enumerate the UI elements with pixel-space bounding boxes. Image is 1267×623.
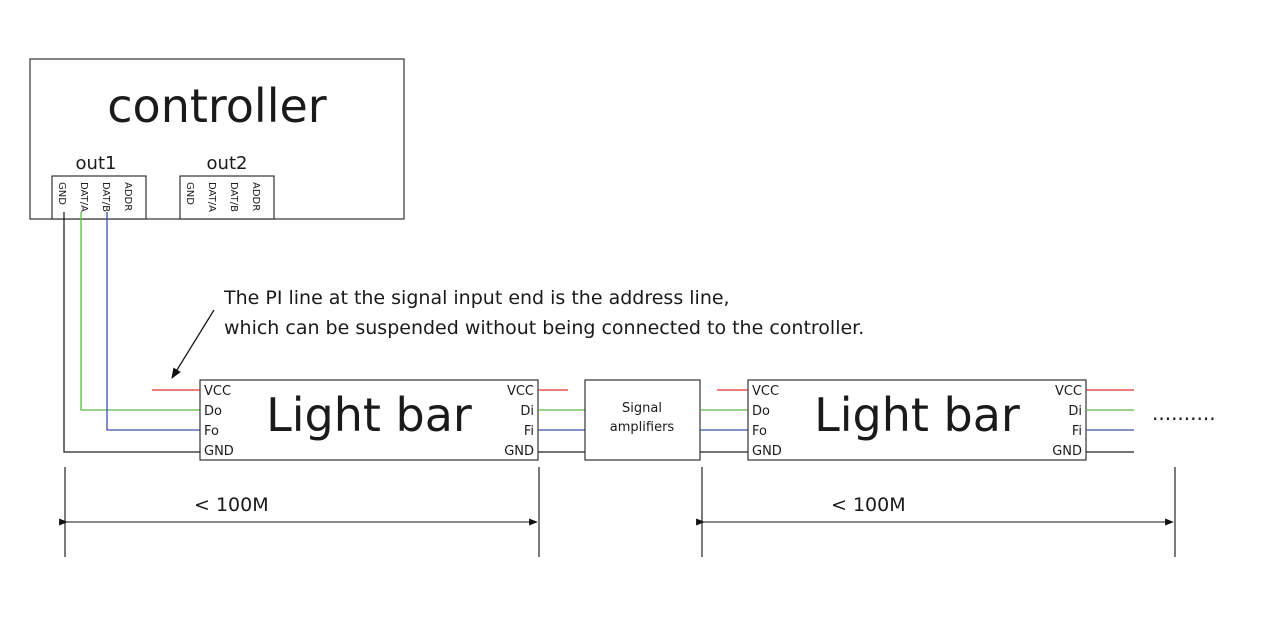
annotation-line-1: The PI line at the signal input end is t…	[223, 287, 730, 309]
pin-gnd-out: GND	[504, 444, 534, 459]
pin-fo: Fo	[752, 424, 767, 439]
pin-fi: Fi	[1072, 424, 1082, 439]
bar1-output-wires	[538, 389, 585, 453]
wire-gnd	[63, 212, 200, 453]
bar2-output-wires	[1086, 389, 1134, 453]
pin-label: ADDR	[122, 182, 133, 211]
pin-fo: Fo	[204, 424, 219, 439]
pin-vcc-out: VCC	[1055, 384, 1082, 399]
pin-label: GND	[56, 182, 67, 205]
pin-di: Di	[520, 404, 534, 419]
light-bar-title: Light bar	[266, 388, 472, 442]
amplifier-label-line-2: amplifiers	[610, 420, 675, 435]
pin-label: DAT/A	[206, 182, 217, 212]
amplifier-label-line-1: Signal	[622, 401, 662, 416]
light-bar-title: Light bar	[814, 388, 1020, 442]
pin-vcc-in: VCC	[752, 384, 779, 399]
annotation-arrow	[171, 309, 215, 379]
distance-marker-1: < 100M	[59, 467, 540, 557]
light-bar-2: Light bar VCC Do Fo GND VCC Di Fi GND	[747, 379, 1087, 461]
distance-label: < 100M	[194, 494, 269, 516]
signal-amplifier: Signal amplifiers	[584, 379, 701, 461]
pin-gnd-in: GND	[752, 444, 782, 459]
controller-port-out1: out1 GND DAT/A DAT/B ADDR	[51, 153, 147, 220]
light-bar-1: Light bar VCC Do Fo GND VCC Di Fi GND	[199, 379, 539, 461]
pin-fi: Fi	[524, 424, 534, 439]
pin-gnd-in: GND	[204, 444, 234, 459]
controller-box: controller out1 GND DAT/A DAT/B ADDR out…	[29, 58, 405, 220]
continuation-dots: ..........	[1152, 401, 1216, 425]
port-label: out1	[76, 153, 117, 174]
annotation: The PI line at the signal input end is t…	[171, 287, 864, 379]
controller-port-out2: out2 GND DAT/A DAT/B ADDR	[179, 153, 275, 220]
pin-label: DAT/B	[100, 182, 111, 212]
port-label: out2	[207, 153, 248, 174]
amplifier-output-wires	[700, 389, 748, 453]
annotation-line-2: which can be suspended without being con…	[224, 317, 864, 339]
wire-data-a	[80, 212, 200, 411]
pin-di: Di	[1068, 404, 1082, 419]
pin-label: ADDR	[250, 182, 261, 211]
pin-vcc-out: VCC	[507, 384, 534, 399]
distance-marker-2: < 100M	[696, 467, 1176, 557]
pin-label: DAT/A	[78, 182, 89, 212]
controller-title: controller	[107, 79, 327, 133]
pin-do: Do	[204, 404, 222, 419]
controller-wires	[63, 212, 200, 453]
wire-data-b	[106, 212, 200, 431]
pin-gnd-out: GND	[1052, 444, 1082, 459]
pin-do: Do	[752, 404, 770, 419]
pin-label: GND	[184, 182, 195, 205]
pin-vcc-in: VCC	[204, 384, 231, 399]
pin-label: DAT/B	[228, 182, 239, 212]
distance-label: < 100M	[831, 494, 906, 516]
